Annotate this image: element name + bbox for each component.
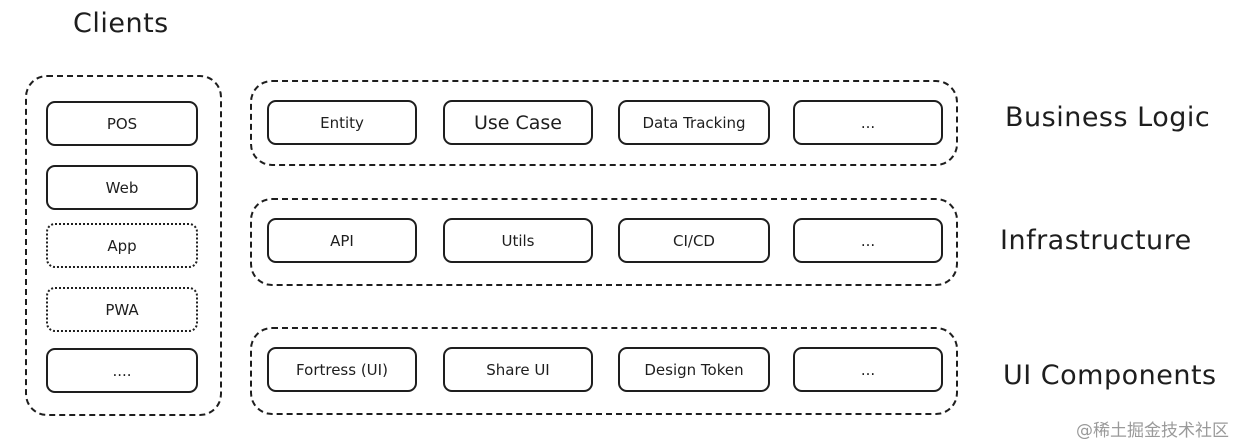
infrastructure-ci-cd: CI/CD (618, 218, 770, 263)
infrastructure-label: Infrastructure (1000, 225, 1192, 256)
client-more: .... (46, 348, 198, 393)
client-app: App (46, 223, 198, 268)
infrastructure-group (250, 198, 958, 286)
ui-components-more: ... (793, 347, 943, 392)
ui-components-fortress: Fortress (UI) (267, 347, 417, 392)
clients-group (25, 75, 222, 416)
business-logic-entity: Entity (267, 100, 417, 145)
business-logic-use-case: Use Case (443, 100, 593, 145)
infrastructure-api: API (267, 218, 417, 263)
business-logic-data-tracking: Data Tracking (618, 100, 770, 145)
infrastructure-more: ... (793, 218, 943, 263)
ui-components-label: UI Components (1003, 360, 1217, 391)
business-logic-more: ... (793, 100, 943, 145)
infrastructure-utils: Utils (443, 218, 593, 263)
ui-components-share-ui: Share UI (443, 347, 593, 392)
ui-components-design-token: Design Token (618, 347, 770, 392)
business-logic-group (250, 80, 958, 166)
client-pwa: PWA (46, 287, 198, 332)
watermark-text: @稀土掘金技术社区 (1076, 421, 1229, 441)
clients-title: Clients (73, 8, 169, 39)
client-web: Web (46, 165, 198, 210)
business-logic-label: Business Logic (1005, 102, 1211, 133)
client-pos: POS (46, 101, 198, 146)
ui-components-group (250, 327, 958, 415)
